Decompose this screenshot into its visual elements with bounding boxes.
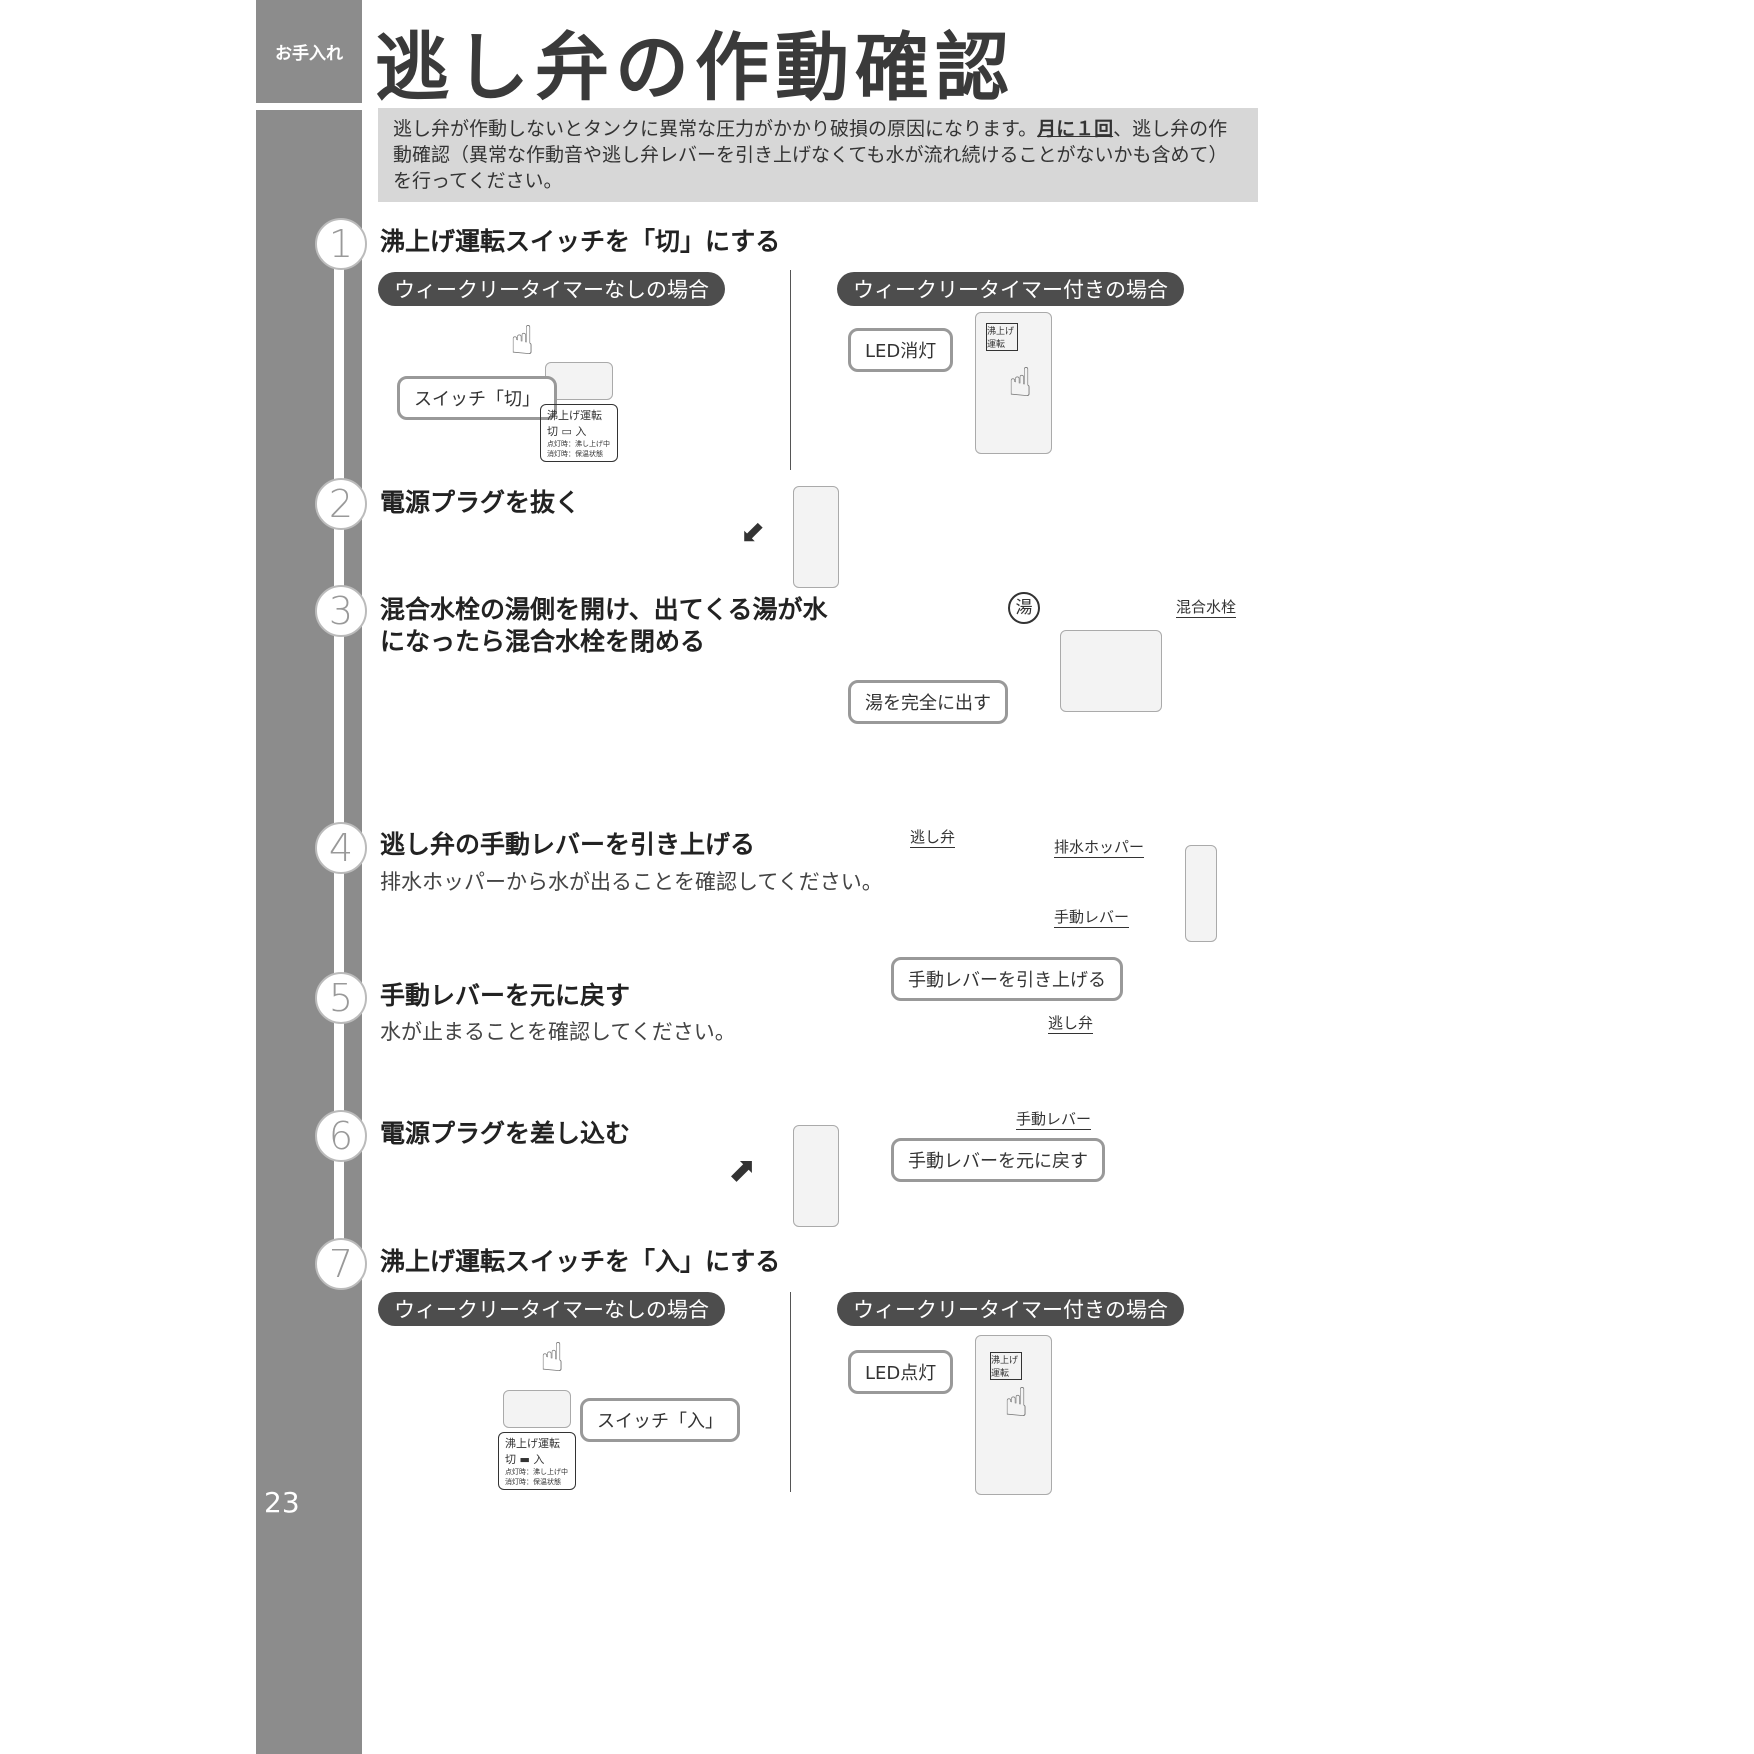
lever-label: 手動レバー [1054,908,1130,928]
valve-label: 逃し弁 [1048,1014,1094,1034]
divider [790,270,791,470]
hopper-illustration [1185,845,1217,942]
switch-off: 切 [505,1453,516,1466]
hand-icon: ☝ [510,318,535,364]
step-timeline [334,240,344,1270]
callout: スイッチ「切」 [397,376,557,420]
step-number: 2 [315,478,367,530]
notice-text: 逃し弁が作動しないとタンクに異常な圧力がかかり破損の原因になります。 [393,118,1038,140]
notice-emphasis: 月に１回 [1037,118,1114,140]
callout: 手動レバーを引き上げる [891,957,1123,1001]
timer-panel-illustration: 沸上げ運転 [975,1335,1052,1495]
hopper-label: 排水ホッパー [1054,838,1145,858]
outlet-illustration [793,1125,839,1227]
case-pill: ウィークリータイマー付きの場合 [837,272,1184,306]
side-bar [256,110,362,1754]
step-title: 沸上げ運転スイッチを「切」にする [380,227,781,256]
notice-text-2: 、逃し弁の作動確認（異常な作動音や逃し弁レバーを引き上げなくても水が流れ続けるこ… [393,118,1228,192]
hand-icon: ☝ [540,1335,565,1381]
plug-in-arrow-icon: ⬈ [728,1150,757,1190]
faucet-label: 混合水栓 [1176,598,1237,618]
button-label: 沸上げ運転 [990,1352,1022,1380]
step-title: 逃し弁の手動レバーを引き上げる [380,830,756,859]
step-number: 1 [315,218,367,270]
page-title: 逃し弁の作動確認 [375,25,1015,111]
switch-on: 入 [575,425,587,438]
switch-illustration [503,1390,571,1428]
callout: スイッチ「入」 [580,1398,740,1442]
callout: LED点灯 [848,1350,954,1394]
outlet-illustration [793,486,839,588]
case-pill: ウィークリータイマーなしの場合 [378,1292,725,1326]
switch-label-plate: 沸上げ運転切 ▭ 入点灯時：沸し上げ中 消灯時：保温状態 [540,404,618,462]
step-number: 6 [315,1110,367,1162]
step-title: 電源プラグを抜く [380,488,581,517]
hot-mark: 湯 [1008,592,1040,624]
switch-label: 沸上げ運転 [505,1437,560,1450]
switch-note: 点灯時：沸し上げ中 消灯時：保温状態 [505,1468,568,1486]
unplug-arrow-icon: ⬋ [740,515,766,550]
case-pill: ウィークリータイマーなしの場合 [378,272,725,306]
switch-label-plate: 沸上げ運転切 ▬ 入点灯時：沸し上げ中 消灯時：保温状態 [498,1432,576,1490]
button-label: 沸上げ運転 [986,323,1018,351]
callout: 手動レバーを元に戻す [891,1138,1105,1182]
step-title: 電源プラグを差し込む [380,1119,631,1148]
valve-label: 逃し弁 [910,828,956,848]
hand-icon: ☝ [1004,1380,1029,1426]
step-title: 沸上げ運転スイッチを「入」にする [380,1247,781,1276]
callout: 湯を完全に出す [848,680,1008,724]
switch-off: 切 [547,425,558,438]
faucet-illustration [1060,630,1162,712]
switch-label: 沸上げ運転 [547,409,602,422]
step-number: 7 [315,1238,367,1290]
lever-label: 手動レバー [1016,1110,1092,1130]
section-tab: お手入れ [256,0,362,103]
page-number: 23 [264,1486,300,1519]
case-pill: ウィークリータイマー付きの場合 [837,1292,1184,1326]
switch-note: 点灯時：沸し上げ中 消灯時：保温状態 [547,440,610,458]
switch-on: 入 [533,1453,545,1466]
step-number: 5 [315,972,367,1024]
step-title: 手動レバーを元に戻す [380,981,631,1010]
step-number: 4 [315,822,367,874]
divider [790,1292,791,1492]
step-subtitle: 排水ホッパーから水が出ることを確認してください。 [380,870,883,894]
step-number: 3 [315,585,367,637]
hand-icon: ☝ [1008,360,1033,406]
notice-box: 逃し弁が作動しないとタンクに異常な圧力がかかり破損の原因になります。月に１回、逃… [378,108,1258,202]
step-subtitle: 水が止まることを確認してください。 [380,1020,736,1044]
step-title: 混合水栓の湯側を開け、出てくる湯が水になったら混合水栓を閉める [380,595,828,656]
callout: LED消灯 [848,328,954,372]
timer-panel-illustration: 沸上げ運転 [975,312,1052,454]
